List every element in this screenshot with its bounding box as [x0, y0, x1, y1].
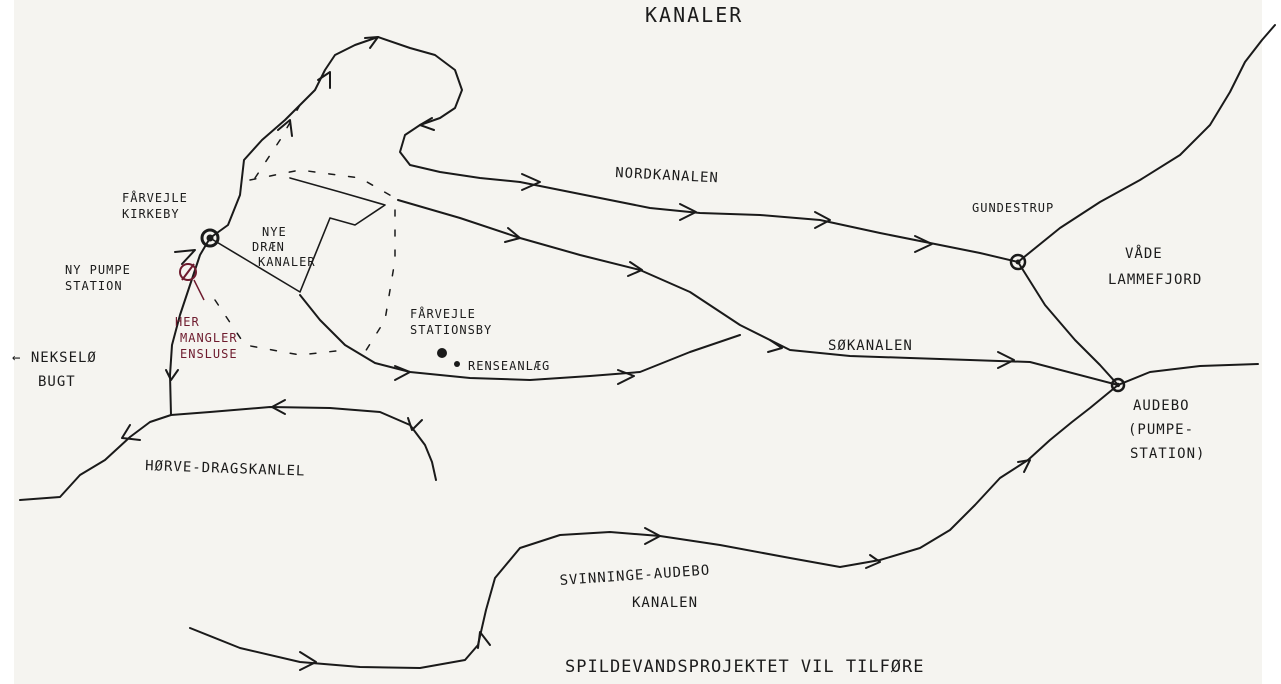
label-gundestrup: GUNDESTRUP [972, 201, 1054, 215]
audebo-east-canal [1117, 363, 1259, 386]
horve-dragskanal-line [19, 406, 437, 501]
dashed-drain-3 [254, 104, 301, 179]
label-vade-1: VÅDE [1125, 245, 1163, 262]
kirkeby-south-channel [169, 237, 211, 416]
label-nordkanalen: NORDKANALEN [615, 165, 719, 186]
label-nye-2: DRÆN [252, 240, 285, 254]
label-pumpe-2: STATION [65, 279, 123, 293]
label-svinninge-1: SVINNINGE-AUDEBO [559, 563, 711, 589]
svinninge-audebo-line [189, 384, 1119, 669]
dashed-drain-4 [214, 299, 346, 356]
label-svinninge-2: KANALEN [632, 595, 698, 611]
map-title: KANALER [645, 3, 743, 27]
label-kirkeby-1: FÅRVEJLE [122, 190, 188, 205]
kirkeby-node [200, 228, 220, 248]
flow-arrows [121, 36, 1031, 671]
note-line-2: MANGLER [180, 331, 238, 345]
note-line-3: ENSLUSE [180, 347, 238, 361]
label-stationsby-2: STATIONSBY [410, 323, 492, 337]
label-nye-1: NYE [262, 225, 287, 239]
audebo-node [1110, 377, 1126, 393]
ne-river [1017, 24, 1276, 263]
label-stationsby-1: FÅRVEJLE [410, 306, 476, 321]
rense-canal [299, 294, 741, 381]
label-audebo-1: AUDEBO [1133, 398, 1190, 414]
gundestrup-audebo-canal [1017, 261, 1119, 386]
gundestrup-node [1009, 253, 1027, 271]
sluice-marker [179, 263, 205, 301]
label-sokanalen: SØKANALEN [828, 338, 913, 354]
label-nye-3: KANALER [258, 255, 316, 269]
label-nekselo-2: BUGT [38, 374, 76, 390]
label-pumpe-1: NY PUMPE [65, 263, 131, 277]
nye-draen-lines [209, 177, 386, 293]
dashed-drain-2 [359, 209, 396, 361]
stationsby-dot [437, 348, 447, 358]
paper-right-edge [1262, 0, 1281, 684]
label-nekselo-1: ← NEKSELØ [12, 350, 97, 366]
label-vade-2: LAMMEFJORD [1108, 272, 1202, 288]
dashed-drain-1 [249, 169, 396, 199]
nordkanalen-line [519, 181, 1019, 263]
paper-left-edge [0, 0, 14, 684]
label-horve-dragskanal: HØRVE-DRAGSKANLEL [145, 458, 306, 480]
footer-text: SPILDEVANDSPROJEKTET VIL TILFØRE [565, 657, 925, 677]
label-renseanlaeg: RENSEANLÆG [468, 359, 550, 373]
label-audebo-3: STATION) [1130, 446, 1205, 462]
label-audebo-2: (PUMPE- [1128, 422, 1194, 438]
upper-loop-canal [209, 36, 521, 239]
note-line-1: HER [175, 315, 200, 329]
label-kirkeby-2: KIRKEBY [122, 207, 180, 221]
renseanlaeg-dot [454, 361, 460, 367]
